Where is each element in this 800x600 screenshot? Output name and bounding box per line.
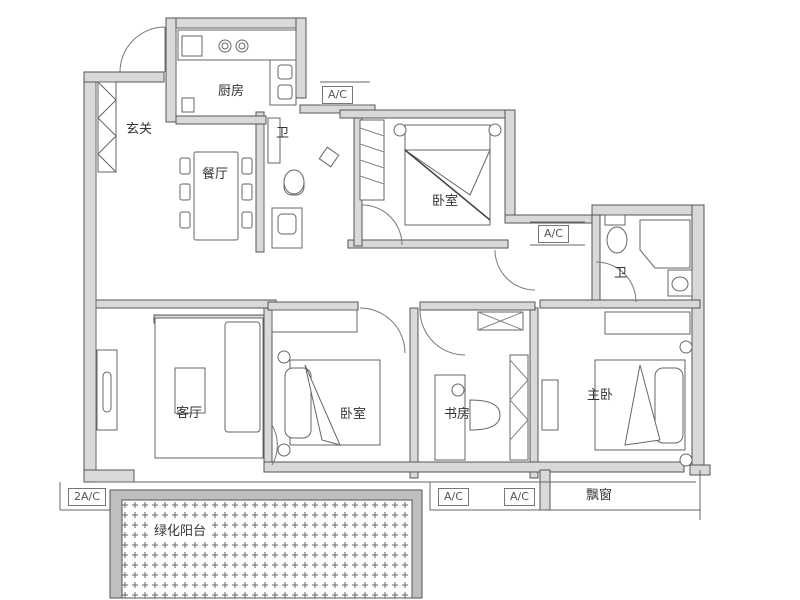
ac-living: 2A/C <box>68 488 106 506</box>
living-furniture <box>96 317 264 459</box>
shoe-cabinet <box>97 81 117 173</box>
dining-table <box>179 151 253 241</box>
middle-bedroom-label: 卧室 <box>340 407 367 422</box>
small-bath-label: 卫 <box>276 126 290 141</box>
master-bath-label: 卫 <box>614 266 628 281</box>
ac-kitchen: A/C <box>322 86 353 104</box>
green-balcony <box>109 489 423 599</box>
kitchen-label: 厨房 <box>218 84 245 99</box>
kitchen-fixtures <box>177 29 297 113</box>
bay-window-label: 飘窗 <box>586 488 613 503</box>
ac-master: A/C <box>504 488 535 506</box>
ac-study: A/C <box>438 488 469 506</box>
study-fixtures <box>434 311 529 461</box>
master-bedroom-fixtures <box>541 311 693 467</box>
top-bedroom-fixtures <box>359 119 502 226</box>
master-bedroom-label: 主卧 <box>587 388 614 403</box>
green-balcony-label: 绿化阳台 <box>152 520 209 539</box>
master-bath-fixtures <box>604 214 693 297</box>
small-bath-fixtures <box>267 117 340 249</box>
entrance-label: 玄关 <box>126 122 153 137</box>
living-label: 客厅 <box>176 406 203 421</box>
wall-lines <box>59 27 701 520</box>
dining-label: 餐厅 <box>202 167 229 182</box>
middle-bedroom-fixtures <box>271 309 381 457</box>
study-label: 书房 <box>444 407 471 422</box>
door-swings <box>119 26 637 466</box>
ac-bedroom-top: A/C <box>538 225 569 243</box>
top-bedroom-label: 卧室 <box>432 194 459 209</box>
